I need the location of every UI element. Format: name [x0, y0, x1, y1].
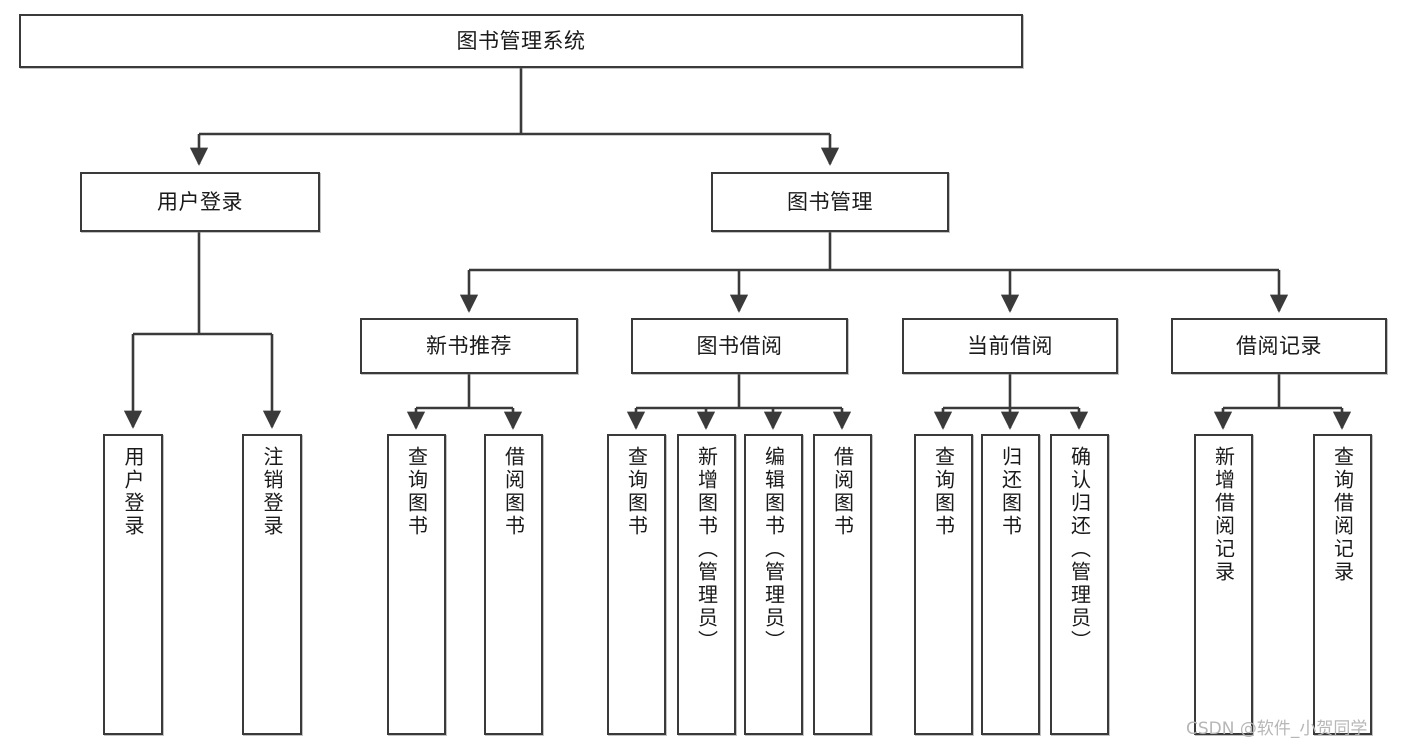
leaf-record-query-record[interactable]: 查询借阅记录: [1313, 434, 1372, 735]
node-label: 查询图书: [931, 446, 956, 538]
node-label: 新增借阅记录: [1211, 446, 1236, 584]
leaf-recommend-query-book[interactable]: 查询图书: [387, 434, 446, 735]
node-label: 确认归还（管理员）: [1067, 446, 1092, 653]
node-book-borrow[interactable]: 图书借阅: [631, 318, 848, 374]
leaf-current-confirm-return-admin[interactable]: 确认归还（管理员）: [1050, 434, 1109, 735]
node-new-book-recommend[interactable]: 新书推荐: [360, 318, 578, 374]
leaf-recommend-borrow-book[interactable]: 借阅图书: [484, 434, 543, 735]
node-label: 归还图书: [998, 446, 1023, 538]
leaf-user-login-login[interactable]: 用户登录: [103, 434, 163, 735]
node-label: 图书管理系统: [456, 28, 586, 53]
csdn-watermark: CSDN @软件_小贺同学: [1186, 719, 1368, 739]
leaf-borrow-query-book[interactable]: 查询图书: [607, 434, 666, 735]
node-label: 当前借阅: [967, 333, 1053, 358]
node-label: 注销登录: [260, 446, 284, 538]
node-label: 图书借阅: [696, 333, 783, 358]
node-label: 借阅图书: [501, 446, 526, 538]
node-user-login[interactable]: 用户登录: [80, 172, 320, 232]
leaf-borrow-add-book-admin[interactable]: 新增图书（管理员）: [677, 434, 736, 735]
leaf-user-login-logout[interactable]: 注销登录: [242, 434, 302, 735]
node-current-borrow[interactable]: 当前借阅: [902, 318, 1118, 374]
node-label: 新书推荐: [426, 333, 512, 358]
node-label: 查询图书: [624, 446, 649, 538]
node-label: 用户登录: [157, 189, 243, 214]
node-root-system[interactable]: 图书管理系统: [19, 14, 1023, 68]
node-label: 编辑图书（管理员）: [761, 446, 786, 653]
leaf-borrow-edit-book-admin[interactable]: 编辑图书（管理员）: [744, 434, 803, 735]
leaf-borrow-borrow-book[interactable]: 借阅图书: [813, 434, 872, 735]
node-label: 用户登录: [121, 446, 145, 538]
leaf-current-query-book[interactable]: 查询图书: [914, 434, 973, 735]
leaf-current-return-book[interactable]: 归还图书: [981, 434, 1040, 735]
node-borrow-record[interactable]: 借阅记录: [1171, 318, 1387, 374]
leaf-record-add-record[interactable]: 新增借阅记录: [1194, 434, 1253, 735]
node-label: 查询借阅记录: [1330, 446, 1355, 584]
node-label: 借阅图书: [830, 446, 855, 538]
node-label: 借阅记录: [1236, 333, 1322, 358]
node-label: 图书管理: [787, 189, 873, 214]
node-label: 查询图书: [404, 446, 429, 538]
node-book-management[interactable]: 图书管理: [711, 172, 949, 232]
node-label: 新增图书（管理员）: [694, 446, 719, 653]
